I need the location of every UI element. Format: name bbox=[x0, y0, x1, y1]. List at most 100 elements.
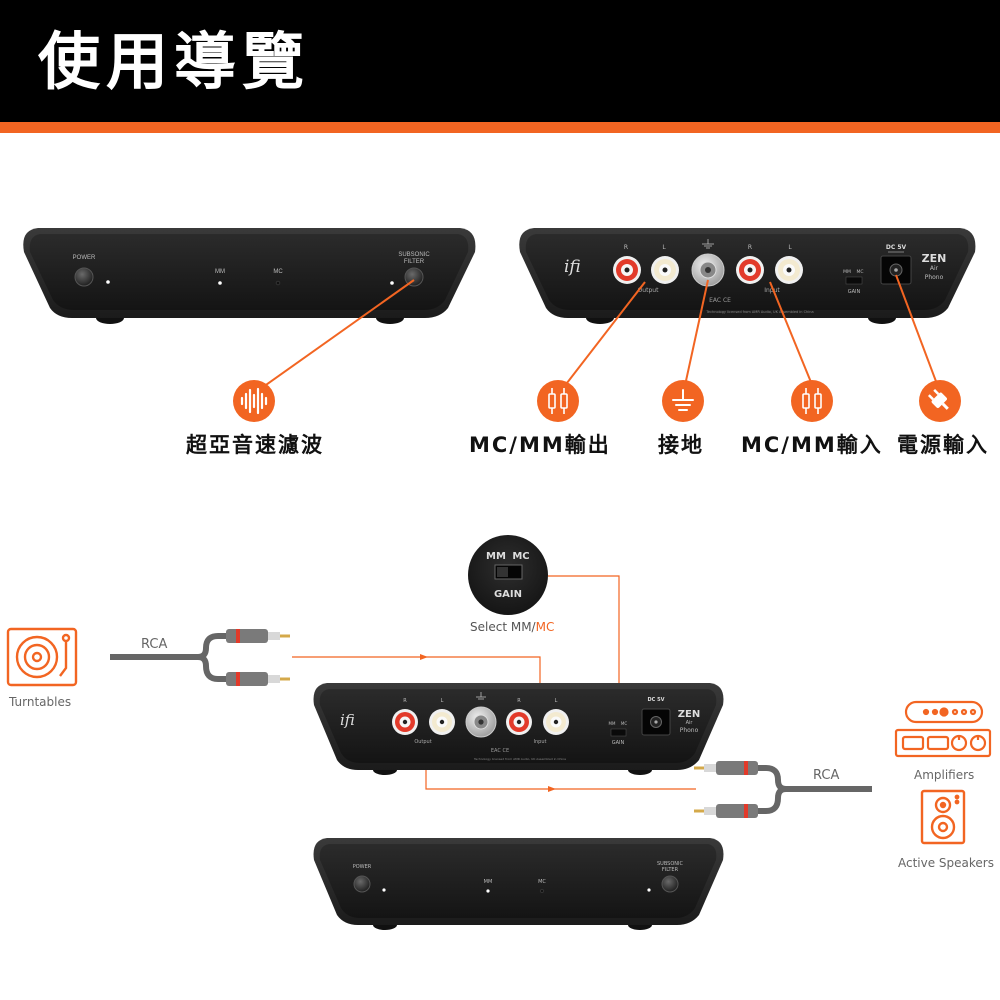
d-gain-switch bbox=[610, 728, 627, 737]
select-mm-mc-caption: Select MM/MC bbox=[470, 620, 554, 634]
d-gain-mc: MC bbox=[621, 721, 627, 726]
callout-input-label: MC/MM輸入 bbox=[741, 433, 883, 457]
d-fine-print: Technology licensed from AMR Audio, UK A… bbox=[473, 757, 566, 761]
front-panel-top: POWER MM MC SUBSONIC FILTER bbox=[23, 228, 476, 324]
rca-cable-right bbox=[694, 761, 872, 818]
mm-led bbox=[218, 281, 222, 285]
zoom-mc-label: MC bbox=[512, 551, 529, 562]
in-r-label: R bbox=[748, 244, 752, 251]
d-power-led bbox=[382, 888, 386, 892]
d-filter-label: FILTER bbox=[662, 867, 679, 873]
ifi-logo-diagram: ifi bbox=[340, 711, 355, 729]
d-cert-marks: EAC CE bbox=[491, 748, 509, 754]
callout-output-label: MC/MM輸出 bbox=[469, 433, 611, 457]
output-r-socket bbox=[613, 256, 641, 284]
d-output-l-socket bbox=[429, 709, 455, 735]
callout-power-label: 電源輸入 bbox=[897, 433, 989, 457]
d-gain-mm: MM bbox=[609, 721, 616, 726]
d-subsonic-led bbox=[647, 888, 651, 892]
d-output-label: Output bbox=[414, 739, 431, 745]
zen-logo-top: ZEN bbox=[922, 252, 947, 265]
front-panel-diagram: POWER MM MC SUBSONIC FILTER bbox=[313, 838, 724, 930]
mm-label: MM bbox=[215, 269, 225, 275]
zoom-gain-label: GAIN bbox=[494, 589, 522, 600]
out-r-label: R bbox=[624, 244, 628, 251]
d-subsonic-knob bbox=[661, 875, 679, 893]
fine-print-top: Technology licensed from AMR Audio, UK A… bbox=[705, 310, 813, 314]
d-mc-label: MC bbox=[538, 879, 546, 885]
page-title: 使用導覽 bbox=[38, 25, 311, 98]
gain-label-top: GAIN bbox=[848, 289, 861, 295]
rear-panel-top: ifi R L R L bbox=[519, 228, 976, 324]
rca-plug-icon bbox=[537, 380, 579, 422]
power-led bbox=[106, 280, 110, 284]
power-knob bbox=[74, 267, 94, 287]
gain-mc-label-top: MC bbox=[856, 269, 863, 275]
out-l-label: L bbox=[662, 244, 666, 251]
d-gain-label: GAIN bbox=[612, 740, 625, 746]
d-in-r-label: R bbox=[517, 698, 521, 704]
output-label-top: Output bbox=[638, 287, 659, 294]
dc-label-top: DC 5V bbox=[886, 244, 907, 251]
model-air-top: Air bbox=[930, 265, 939, 272]
d-input-r-socket bbox=[506, 709, 532, 735]
d-model-phono: Phono bbox=[680, 727, 699, 734]
d-mm-led bbox=[486, 889, 490, 893]
subsonic-led bbox=[390, 281, 394, 285]
subsonic-knob bbox=[404, 267, 424, 287]
d-subsonic-label: SUBSONIC bbox=[657, 861, 684, 867]
power-plug-icon bbox=[919, 380, 961, 422]
d-ground-terminal bbox=[465, 706, 497, 738]
mc-label: MC bbox=[273, 269, 283, 275]
filter-label: FILTER bbox=[404, 259, 425, 265]
active-speakers-label: Active Speakers bbox=[898, 856, 994, 870]
model-phono-top: Phono bbox=[925, 274, 944, 281]
rear-panel-diagram: ifi R L R L bbox=[313, 683, 724, 775]
gain-switch-top bbox=[845, 276, 863, 285]
select-mc: MC bbox=[535, 620, 555, 634]
gain-switch-zoom: MM MC GAIN bbox=[468, 535, 548, 615]
d-mc-led bbox=[539, 888, 545, 894]
cert-marks-top: EAC CE bbox=[709, 297, 731, 304]
select-prefix: Select MM/ bbox=[470, 620, 536, 634]
d-out-r-label: R bbox=[403, 698, 407, 704]
d-input-label: Input bbox=[534, 739, 547, 745]
callout-subsonic-label: 超亞音速濾波 bbox=[186, 433, 324, 457]
rca-label-right: RCA bbox=[813, 768, 840, 783]
ground-icon bbox=[662, 380, 704, 422]
output-l-socket bbox=[651, 256, 679, 284]
mc-led bbox=[275, 280, 281, 286]
power-label: POWER bbox=[73, 255, 96, 261]
in-l-label: L bbox=[788, 244, 792, 251]
d-power-knob bbox=[353, 875, 371, 893]
callout-lines bbox=[255, 274, 941, 393]
d-model-air: Air bbox=[686, 720, 694, 726]
ground-mark-top bbox=[702, 239, 714, 249]
turntable-icon bbox=[6, 627, 78, 687]
d-input-l-socket bbox=[543, 709, 569, 735]
gain-mm-label-top: MM bbox=[843, 269, 851, 275]
rca-label-left: RCA bbox=[141, 637, 168, 652]
rca-plug-icon bbox=[791, 380, 833, 422]
waveform-icon bbox=[233, 380, 275, 422]
input-l-socket bbox=[775, 256, 803, 284]
d-out-l-label: L bbox=[441, 698, 444, 704]
zoom-mm-label: MM bbox=[486, 551, 506, 562]
speaker-icon bbox=[920, 789, 966, 845]
amplifiers-label: Amplifiers bbox=[914, 768, 975, 782]
d-power-label: POWER bbox=[353, 864, 372, 870]
amplifier-icon bbox=[894, 700, 992, 758]
d-zen-logo: ZEN bbox=[678, 709, 700, 720]
d-dc-label: DC 5V bbox=[648, 697, 665, 703]
input-r-socket bbox=[736, 256, 764, 284]
header-bar: 使用導覽 bbox=[0, 0, 1000, 122]
subsonic-label: SUBSONIC bbox=[398, 252, 430, 258]
ifi-logo: ifi bbox=[564, 257, 581, 277]
d-in-l-label: L bbox=[555, 698, 558, 704]
d-output-r-socket bbox=[392, 709, 418, 735]
ground-terminal bbox=[691, 253, 725, 287]
header-accent-stripe bbox=[0, 122, 1000, 133]
callout-ground-label: 接地 bbox=[658, 433, 704, 457]
input-label-top: Input bbox=[764, 287, 780, 294]
